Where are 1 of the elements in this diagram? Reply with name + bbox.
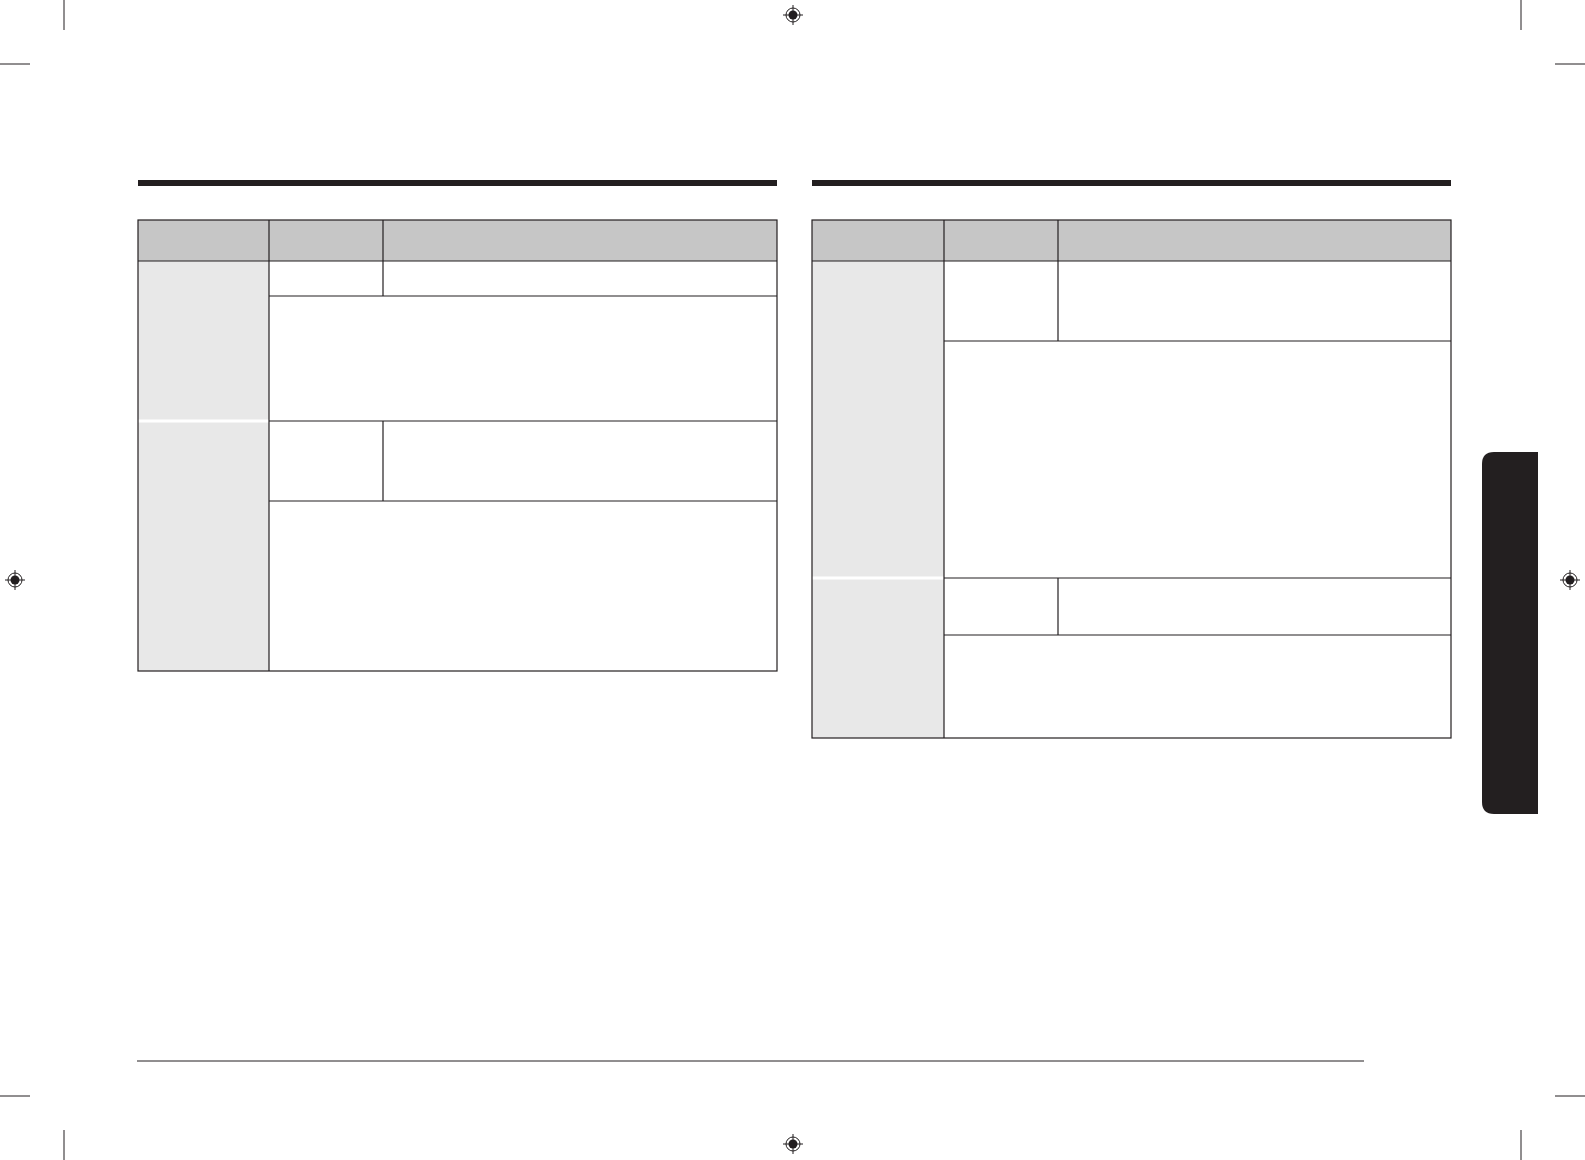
side-tab [1482, 452, 1538, 814]
